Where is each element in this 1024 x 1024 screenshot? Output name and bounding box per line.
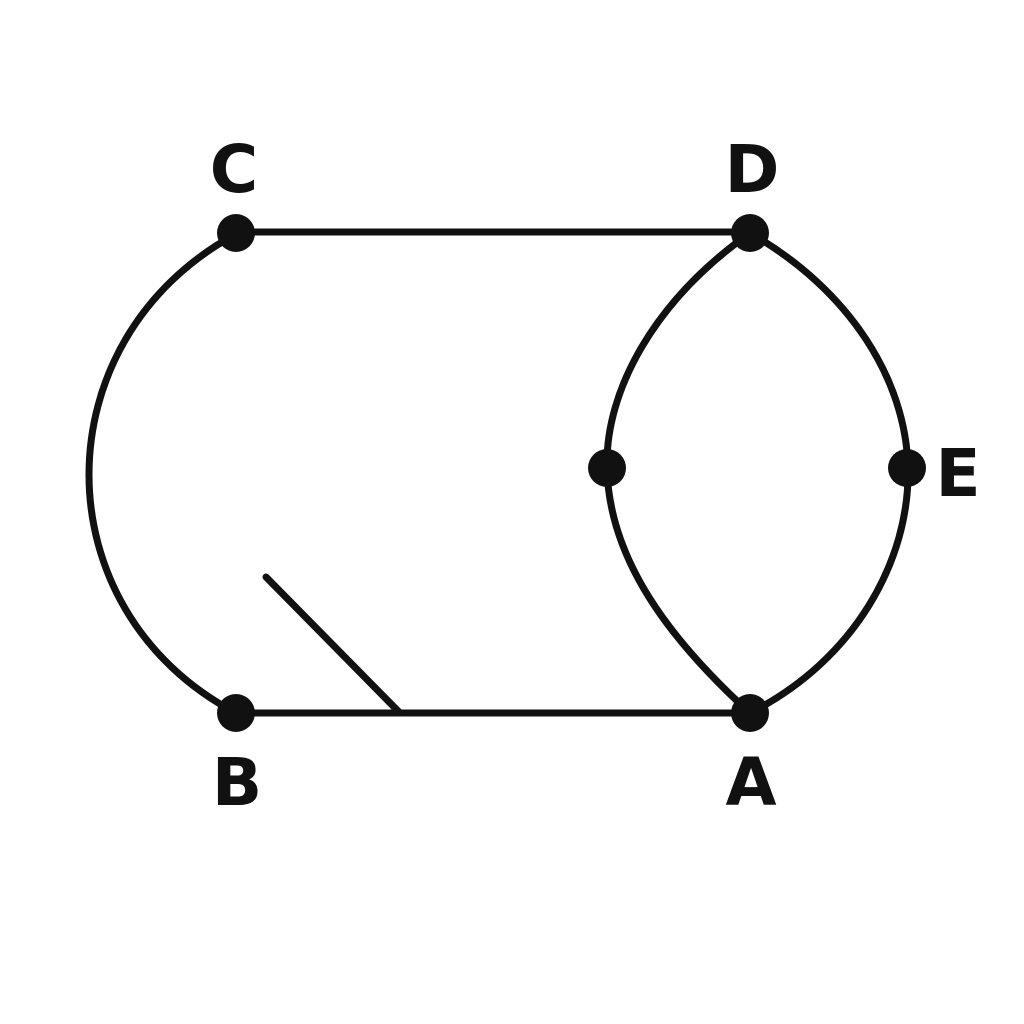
edge-d-a-outer-arc [746,229,912,717]
node-inner-mid [588,449,626,487]
label-b: B [212,744,262,821]
label-c: C [210,131,258,208]
label-e: E [935,435,980,512]
node-e [888,449,926,487]
node-a [731,694,769,732]
edge-c-b-arc [85,230,240,717]
label-a: A [725,744,776,821]
edge-d-a-inner-arc [603,229,754,717]
node-c [217,214,255,252]
node-b [217,694,255,732]
node-d [731,214,769,252]
edge-tail-segment [262,573,404,717]
label-d: D [725,131,780,208]
